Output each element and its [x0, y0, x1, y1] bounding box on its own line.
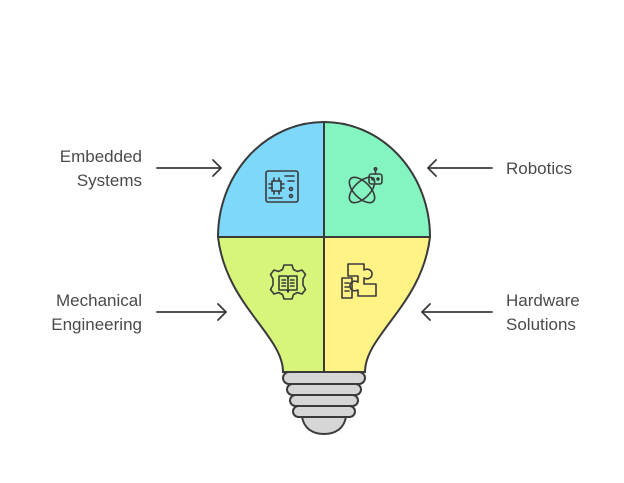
circuit-board-icon	[265, 170, 299, 203]
quadrant-mechanical-engineering	[218, 237, 324, 372]
robot-icon	[348, 167, 383, 204]
label-hardware-line-1: Hardware	[506, 291, 580, 310]
gear-book-icon	[269, 264, 307, 300]
arrow-hardware-solutions	[421, 303, 493, 321]
quadrant-hardware-solutions	[324, 237, 430, 372]
label-mechanical-line-2: Engineering	[51, 315, 142, 334]
bulb-base	[282, 371, 366, 436]
label-embedded-line-1: Embedded	[60, 147, 142, 166]
label-robotics: Robotics	[506, 159, 572, 178]
arrow-mechanical-engineering	[156, 303, 227, 321]
label-hardware-line-2: Solutions	[506, 315, 576, 334]
arrow-embedded-systems	[156, 159, 222, 177]
quadrant-embedded-systems	[218, 122, 324, 237]
arrow-robotics	[427, 159, 493, 177]
label-mechanical-line-1: Mechanical	[56, 291, 142, 310]
label-embedded-line-2: Systems	[77, 171, 142, 190]
bulb-outline	[216, 121, 432, 373]
puzzle-piece-icon	[341, 263, 377, 299]
